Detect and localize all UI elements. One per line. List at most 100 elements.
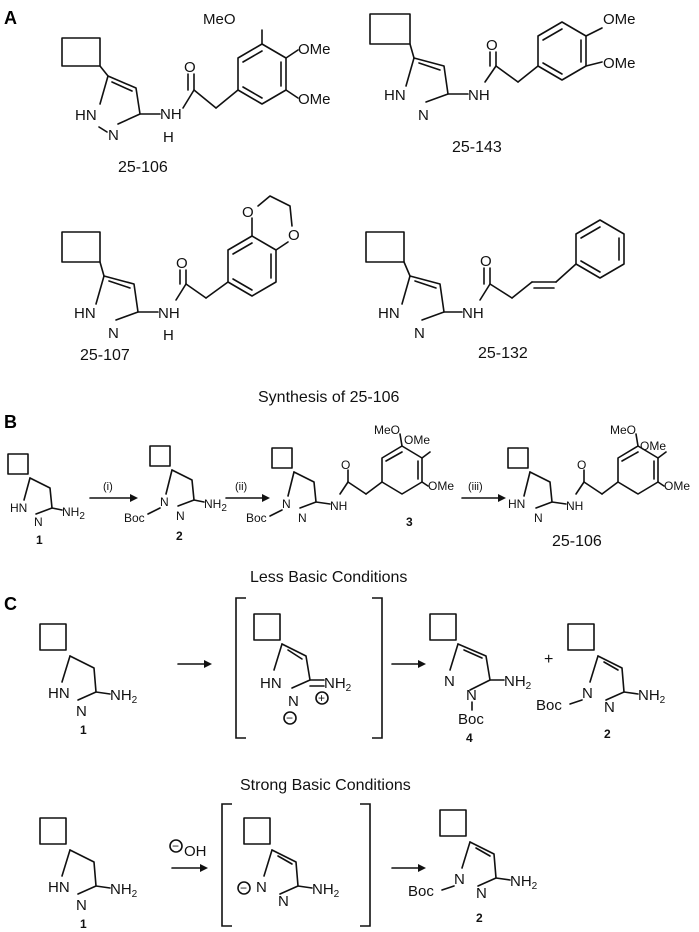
svg-text:NH2: NH2 <box>510 873 538 892</box>
label-25-132: 25-132 <box>478 345 528 362</box>
compound-4: N N NH2 Boc 4 <box>429 613 532 745</box>
label-25-143: 25-143 <box>452 139 502 156</box>
svg-text:(ii): (ii) <box>235 481 247 493</box>
svg-text:H: H <box>163 327 174 344</box>
svg-text:HN: HN <box>508 497 525 511</box>
label-25-106-b: 25-106 <box>552 533 602 550</box>
svg-text:OMe: OMe <box>640 439 666 453</box>
svg-text:OMe: OMe <box>603 11 636 28</box>
svg-text:OMe: OMe <box>603 55 636 72</box>
svg-text:NH: NH <box>462 305 484 322</box>
svg-text:MeO: MeO <box>374 423 400 437</box>
svg-text:Boc: Boc <box>246 511 267 525</box>
svg-text:NH: NH <box>160 106 182 123</box>
svg-text:NH2: NH2 <box>312 881 340 900</box>
svg-text:OMe: OMe <box>404 433 430 447</box>
svg-text:HN: HN <box>260 675 282 692</box>
compound-25-106: HN N NH H O MeO OMe OMe 25-106 <box>61 11 331 176</box>
panel-label-c: C <box>4 594 17 614</box>
svg-text:−: − <box>172 839 179 853</box>
svg-text:NH2: NH2 <box>204 497 227 514</box>
label-1-less: 1 <box>80 723 87 737</box>
svg-text:(iii): (iii) <box>468 481 483 493</box>
svg-text:NH2: NH2 <box>62 505 85 522</box>
svg-text:N: N <box>288 693 299 710</box>
svg-text:MeO: MeO <box>610 423 636 437</box>
svg-text:O: O <box>341 458 350 472</box>
label-3-b: 3 <box>406 515 413 529</box>
svg-text:N: N <box>534 511 543 525</box>
svg-text:Boc: Boc <box>408 883 434 900</box>
svg-text:N: N <box>582 685 593 702</box>
svg-text:O: O <box>176 255 188 272</box>
less-basic-title: Less Basic Conditions <box>250 569 407 586</box>
svg-text:N: N <box>466 687 477 704</box>
compound-2-less: N N Boc NH2 2 <box>536 623 666 741</box>
compound-25-132: HN N NH O 25-132 <box>365 219 625 362</box>
svg-text:OMe: OMe <box>664 479 690 493</box>
svg-text:N: N <box>256 879 267 896</box>
label-1-b: 1 <box>36 533 43 547</box>
svg-text:H: H <box>163 129 174 146</box>
svg-text:Boc: Boc <box>458 711 484 728</box>
svg-text:N: N <box>282 497 291 511</box>
label-2-less: 2 <box>604 727 611 741</box>
svg-text:HN: HN <box>48 879 70 896</box>
svg-text:HN: HN <box>378 305 400 322</box>
compound-1-strong: HN N NH2 1 <box>39 817 138 931</box>
strong-basic-title: Strong Basic Conditions <box>240 777 411 794</box>
label-2-b: 2 <box>176 529 183 543</box>
svg-text:O: O <box>288 227 300 244</box>
svg-text:NH2: NH2 <box>638 687 666 706</box>
compound-2-b: N N Boc NH2 2 <box>124 445 227 543</box>
svg-text:+: + <box>318 691 325 705</box>
svg-text:N: N <box>34 515 43 529</box>
svg-text:NH: NH <box>158 305 180 322</box>
svg-text:HN: HN <box>384 87 406 104</box>
svg-text:N: N <box>108 127 119 144</box>
svg-text:NH2: NH2 <box>324 675 352 694</box>
compound-25-107: HN N NH H O O O 25-107 <box>61 195 300 364</box>
compound-25-143: HN N NH O OMe OMe 25-143 <box>369 11 636 156</box>
svg-text:N: N <box>414 325 425 342</box>
svg-text:(i): (i) <box>103 481 113 493</box>
svg-text:N: N <box>278 893 289 910</box>
label-2-strong: 2 <box>476 911 483 925</box>
svg-text:MeO: MeO <box>203 11 236 28</box>
svg-text:O: O <box>577 458 586 472</box>
svg-text:N: N <box>176 509 185 523</box>
svg-text:NH: NH <box>468 87 490 104</box>
svg-text:OMe: OMe <box>298 41 331 58</box>
svg-text:N: N <box>476 885 487 902</box>
svg-text:HN: HN <box>48 685 70 702</box>
svg-text:N: N <box>604 699 615 716</box>
intermediate-zwitterion: HN N NH2 − + <box>235 597 383 739</box>
svg-text:Boc: Boc <box>124 511 145 525</box>
svg-text:HN: HN <box>10 501 27 515</box>
svg-text:O: O <box>242 204 254 221</box>
label-1-strong: 1 <box>80 917 87 931</box>
panel-label-b: B <box>4 412 17 432</box>
compound-3-b: N N Boc NH O MeO OMe OMe 3 <box>246 423 454 529</box>
label-4: 4 <box>466 731 473 745</box>
label-25-106: 25-106 <box>118 159 168 176</box>
svg-text:O: O <box>480 253 492 270</box>
svg-text:−: − <box>286 711 293 725</box>
svg-text:NH: NH <box>330 499 347 513</box>
synthesis-title: Synthesis of 25-106 <box>258 389 400 406</box>
svg-text:N: N <box>76 703 87 720</box>
svg-text:N: N <box>108 325 119 342</box>
svg-text:Boc: Boc <box>536 697 562 714</box>
compound-1-less: HN N NH2 1 <box>39 623 138 737</box>
svg-text:NH: NH <box>566 499 583 513</box>
svg-text:O: O <box>486 37 498 54</box>
svg-text:OMe: OMe <box>298 91 331 108</box>
compound-1-b: HN N NH2 1 <box>7 453 85 547</box>
svg-text:OMe: OMe <box>428 479 454 493</box>
svg-text:N: N <box>454 871 465 888</box>
label-25-107: 25-107 <box>80 347 130 364</box>
plus-sign: + <box>544 651 553 668</box>
svg-text:N: N <box>418 107 429 124</box>
